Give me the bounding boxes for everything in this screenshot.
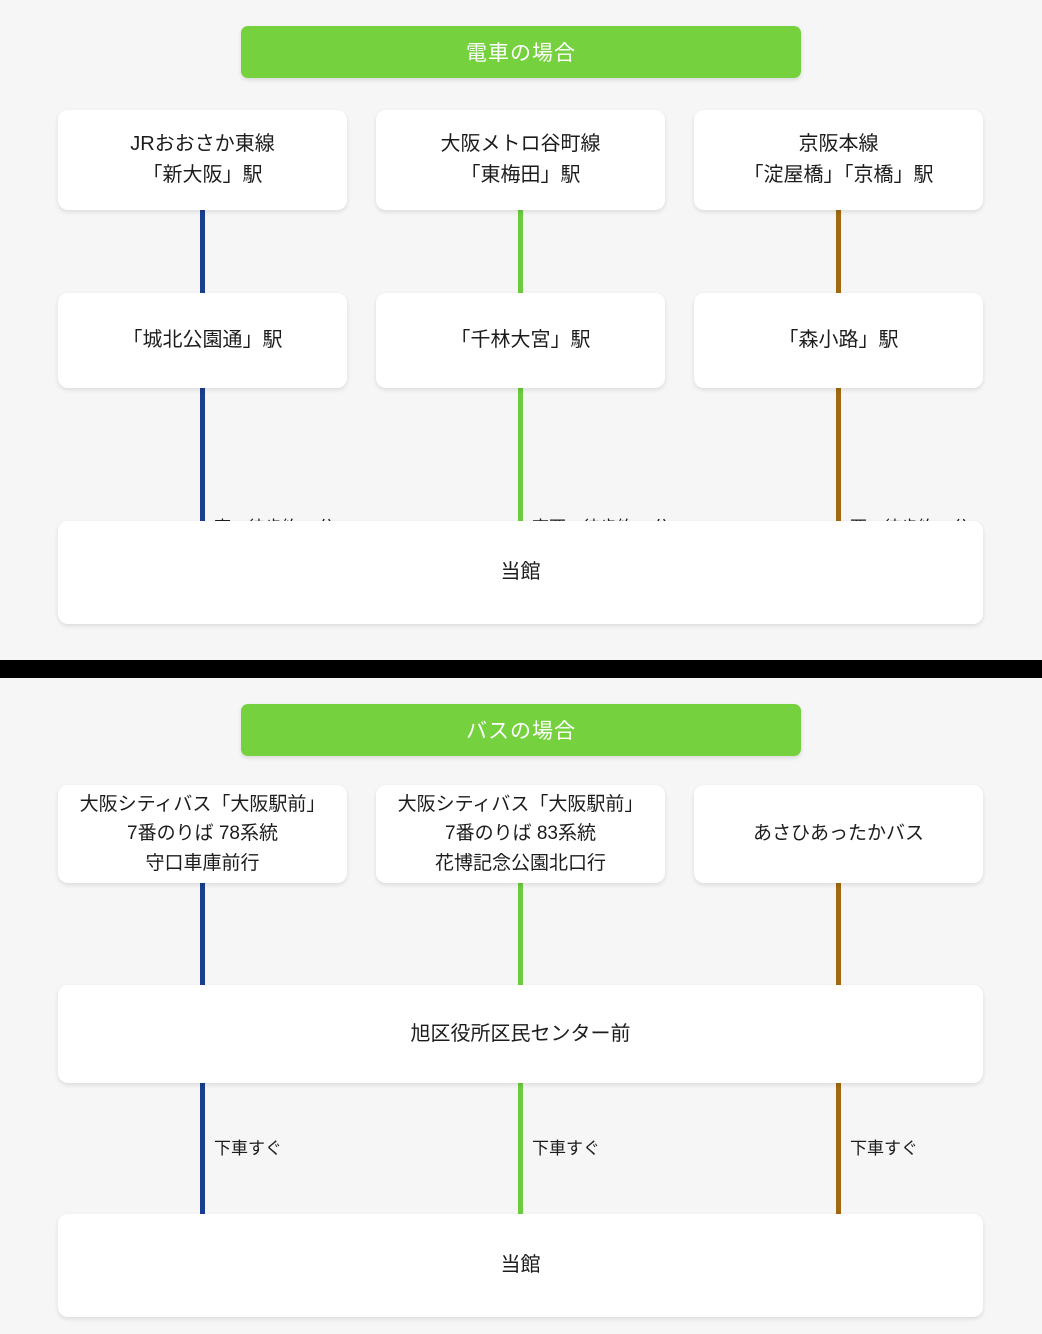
bus-banner-wrap: バスの場合 xyxy=(0,678,1042,756)
train-origin-line-2b: 「東梅田」駅 xyxy=(460,164,581,186)
route-line-brown-train-2 xyxy=(836,382,841,524)
bus-walk-caption-3: 下車すぐ xyxy=(850,1139,918,1158)
bus-route-1-line-1: 大阪シティバス「大阪駅前」 xyxy=(79,793,326,815)
train-origin-text-2: 大阪メトロ谷町線 「東梅田」駅 xyxy=(441,129,601,191)
train-access-section: 電車の場合 JRおおさか東線 「新大阪」駅 大阪メトロ谷町線 「東梅田」駅 京阪… xyxy=(0,0,1042,660)
train-origin-line-1b: 「新大阪」駅 xyxy=(142,164,263,186)
route-line-green-bus-2 xyxy=(518,1080,523,1217)
route-line-blue-train-1 xyxy=(200,205,205,305)
bus-route-2-line-3: 花博記念公園北口行 xyxy=(434,852,606,874)
route-line-blue-bus-1 xyxy=(200,882,205,987)
bus-route-card-2[interactable]: 大阪シティバス「大阪駅前」 7番のりば 83系統 花博記念公園北口行 xyxy=(376,785,665,883)
section-divider xyxy=(0,660,1042,678)
train-station-card-1[interactable]: 「城北公園通」駅 xyxy=(58,293,347,388)
route-line-brown-train-1 xyxy=(836,205,841,305)
bus-route-2-line-1: 大阪シティバス「大阪駅前」 xyxy=(397,793,644,815)
route-line-blue-bus-2 xyxy=(200,1080,205,1217)
bus-route-card-1[interactable]: 大阪シティバス「大阪駅前」 7番のりば 78系統 守口車庫前行 xyxy=(58,785,347,883)
route-line-blue-train-2 xyxy=(200,382,205,524)
train-origin-text-1: JRおおさか東線 「新大阪」駅 xyxy=(130,129,274,191)
train-station-card-2[interactable]: 「千林大宮」駅 xyxy=(376,293,665,388)
route-line-green-train-1 xyxy=(518,205,523,305)
train-section-banner: 電車の場合 xyxy=(241,26,801,78)
train-origin-card-1[interactable]: JRおおさか東線 「新大阪」駅 xyxy=(58,110,347,210)
train-station-card-3[interactable]: 「森小路」駅 xyxy=(694,293,983,388)
bus-route-card-3[interactable]: あさひあったかバス xyxy=(694,785,983,883)
train-origin-line-3b: 「淀屋橋」「京橋」駅 xyxy=(743,164,934,186)
bus-route-text-2: 大阪シティバス「大阪駅前」 7番のりば 83系統 花博記念公園北口行 xyxy=(398,790,644,878)
train-origin-card-2[interactable]: 大阪メトロ谷町線 「東梅田」駅 xyxy=(376,110,665,210)
train-origin-line-2a: 大阪メトロ谷町線 xyxy=(440,133,601,155)
bus-walk-caption-1: 下車すぐ xyxy=(214,1139,282,1158)
bus-destination-card[interactable]: 当館 xyxy=(58,1214,983,1317)
bus-access-section: バスの場合 大阪シティバス「大阪駅前」 7番のりば 78系統 守口車庫前行 大阪… xyxy=(0,678,1042,1334)
train-banner-wrap: 電車の場合 xyxy=(0,0,1042,78)
bus-route-text-3: あさひあったかバス xyxy=(753,819,924,848)
bus-route-1-line-2: 7番のりば 78系統 xyxy=(127,823,278,845)
route-line-green-bus-1 xyxy=(518,882,523,987)
route-line-brown-bus-1 xyxy=(836,882,841,987)
bus-section-banner: バスの場合 xyxy=(241,704,801,756)
bus-route-3-line-1: あさひあったかバス xyxy=(752,823,924,845)
route-line-green-train-2 xyxy=(518,382,523,524)
train-origin-line-3a: 京阪本線 xyxy=(798,133,879,155)
route-line-brown-bus-2 xyxy=(836,1080,841,1217)
train-origin-card-3[interactable]: 京阪本線 「淀屋橋」「京橋」駅 xyxy=(694,110,983,210)
bus-walk-caption-2: 下車すぐ xyxy=(532,1139,600,1158)
bus-route-1-line-3: 守口車庫前行 xyxy=(145,852,260,874)
bus-stop-card[interactable]: 旭区役所区民センター前 xyxy=(58,985,983,1083)
bus-route-text-1: 大阪シティバス「大阪駅前」 7番のりば 78系統 守口車庫前行 xyxy=(80,790,326,878)
bus-route-2-line-2: 7番のりば 83系統 xyxy=(445,823,596,845)
train-origin-text-3: 京阪本線 「淀屋橋」「京橋」駅 xyxy=(744,129,934,191)
train-origin-line-1a: JRおおさか東線 xyxy=(130,133,275,155)
train-destination-card[interactable]: 当館 xyxy=(58,521,983,624)
